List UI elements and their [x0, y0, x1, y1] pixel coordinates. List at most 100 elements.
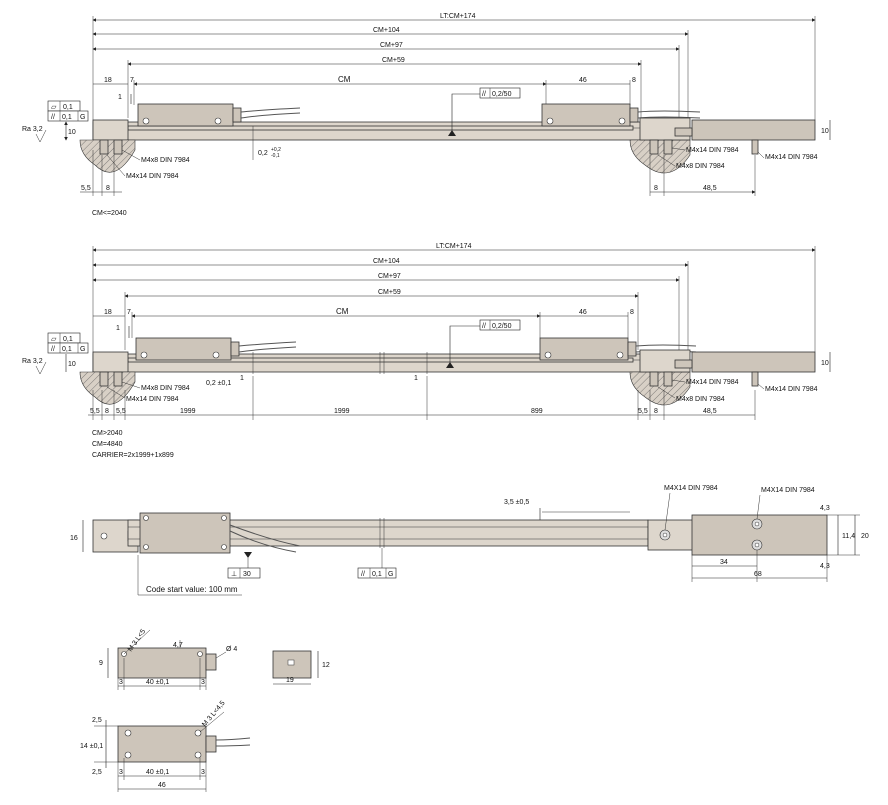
dim-20: 20 [861, 533, 869, 540]
m4x14r-2: M4x14 DIN 7984 [686, 379, 739, 386]
note-1: CM<=2040 [92, 210, 127, 217]
ra-1: Ra 3,2 [22, 126, 43, 133]
dim-46-2: 46 [579, 309, 587, 316]
dim-10b-2: 10 [821, 360, 829, 367]
m4x14-2: M4x14 DIN 7984 [126, 396, 179, 403]
dim-8b-2: 8 [654, 408, 658, 415]
perp-tol: 30 [243, 571, 251, 578]
dim-3b-2: 3 [201, 769, 205, 776]
dim-cm59: CM+59 [382, 57, 405, 64]
dim-34: 34 [720, 559, 728, 566]
dim-10b: 10 [821, 128, 829, 135]
dim-19: 19 [286, 677, 294, 684]
par-sym-2b: // [51, 346, 55, 353]
dim-8c-1: 8 [654, 185, 658, 192]
par-sym-1b: // [51, 114, 55, 121]
dia-4: Ø 4 [226, 646, 237, 653]
dim-114: 11,4 [842, 533, 855, 540]
dim-43a: 4,3 [820, 505, 830, 512]
flat-1: 0,1 [63, 104, 73, 111]
dim-10a: 10 [68, 129, 76, 136]
dim-68: 68 [754, 571, 762, 578]
seg-899: 899 [531, 408, 543, 415]
m4x14far-2: M4x14 DIN 7984 [765, 386, 818, 393]
par-sym-3: // [361, 571, 365, 578]
seg-1999b: 1999 [334, 408, 350, 415]
dim-46-d2: 46 [158, 782, 166, 789]
par-sym-1: // [482, 91, 486, 98]
dim-8-2: 8 [630, 309, 634, 316]
dim-3b-1: 3 [201, 679, 205, 686]
dim-1c-2: 1 [414, 375, 418, 382]
dim-55c-2: 5,5 [638, 408, 648, 415]
m4x8-1: M4x8 DIN 7984 [141, 157, 190, 164]
m4x14r-1: M4x14 DIN 7984 [686, 147, 739, 154]
dim-cm-2: CM [336, 307, 349, 316]
seg-1999a: 1999 [180, 408, 196, 415]
m4x8-2: M4x8 DIN 7984 [141, 385, 190, 392]
dim-7: 7 [130, 77, 134, 84]
dim-lt: LT:CM+174 [440, 13, 476, 20]
m4x14-a: M4X14 DIN 7984 [664, 485, 718, 492]
dim-40-1: 40 ±0,1 [146, 679, 169, 686]
par-1: 0,1 [62, 114, 72, 121]
note-2a: CM>2040 [92, 430, 123, 437]
parallel-frame-1 [47, 110, 89, 122]
dim-7-2: 7 [127, 309, 131, 316]
dim-cm104-2: CM+104 [373, 258, 400, 265]
par-2: 0,1 [62, 346, 72, 353]
dim-55a-2: 5,5 [90, 408, 100, 415]
detail-1: M 3 L<5 4,7 Ø 4 9 3 40 ±0,1 3 12 19 [99, 628, 330, 690]
dim-12: 12 [322, 662, 330, 669]
dim-1: 1 [118, 94, 122, 101]
dim-14: 14 ±0,1 [80, 743, 103, 750]
m4x8r-1: M4x8 DIN 7984 [676, 163, 725, 170]
view-1: LT:CM+174 CM+104 CM+97 CM+59 CM 18 7 46 … [22, 13, 831, 217]
dim-46: 46 [579, 77, 587, 84]
dim-1-2: 1 [116, 325, 120, 332]
note-2c: CARRIER=2x1999+1x899 [92, 452, 174, 459]
dim-8b-1: 8 [106, 185, 110, 192]
m4x14far-1: M4x14 DIN 7984 [765, 154, 818, 161]
dim-40-2: 40 ±0,1 [146, 769, 169, 776]
flat-sym-1: ⏥ [51, 104, 57, 111]
ra-2: Ra 3,2 [22, 358, 43, 365]
tol-plus: +0,2 [271, 147, 281, 153]
m4x14-1: M4x14 DIN 7984 [126, 173, 179, 180]
dim-16: 16 [70, 535, 78, 542]
datum-3: G [388, 571, 393, 578]
dim-3a-1: 3 [119, 679, 123, 686]
perp-sym: ⊥ [231, 571, 237, 578]
dim-9: 9 [99, 660, 103, 667]
par-tol-3: 0,1 [372, 571, 382, 578]
dim-cm104: CM+104 [373, 27, 400, 34]
par-sym-2: // [482, 323, 486, 330]
dim-25b: 2,5 [92, 769, 102, 776]
tol-2: 0,2 ±0,1 [206, 380, 231, 387]
dim-485-2: 48,5 [703, 408, 717, 415]
dim-cm97-2: CM+97 [378, 273, 401, 280]
detail-2: M 3 L<4,5 2,5 14 ±0,1 2,5 3 40 ±0,1 3 46 [80, 700, 251, 792]
m4x14-b: M4X14 DIN 7984 [761, 487, 815, 494]
dim-47: 4,7 [173, 642, 183, 649]
dim-cm97: CM+97 [380, 42, 403, 49]
m3-2: M 3 L<4,5 [201, 700, 227, 729]
dim-cm: CM [338, 75, 351, 84]
par-tol-1: 0,2/50 [492, 91, 512, 98]
dim-18-2: 18 [104, 309, 112, 316]
dim-43b: 4,3 [820, 563, 830, 570]
dim-25a: 2,5 [92, 717, 102, 724]
dim-8a-2: 8 [105, 408, 109, 415]
m4x8r-2: M4x8 DIN 7984 [676, 396, 725, 403]
dim-485-1: 48,5 [703, 185, 717, 192]
code-start: Code start value: 100 mm [146, 585, 238, 594]
note-2b: CM=4840 [92, 441, 123, 448]
dim-1b-2: 1 [240, 375, 244, 382]
datum-1: G [80, 114, 85, 121]
dim-35: 3,5 ±0,5 [504, 499, 529, 506]
tol-02: 0,2 [258, 150, 268, 157]
flat-sym-2: ⏥ [51, 336, 57, 343]
view-3-top: 16 3,5 ±0,5 M4X14 DIN 7984 M4X14 DIN 798… [70, 485, 869, 596]
